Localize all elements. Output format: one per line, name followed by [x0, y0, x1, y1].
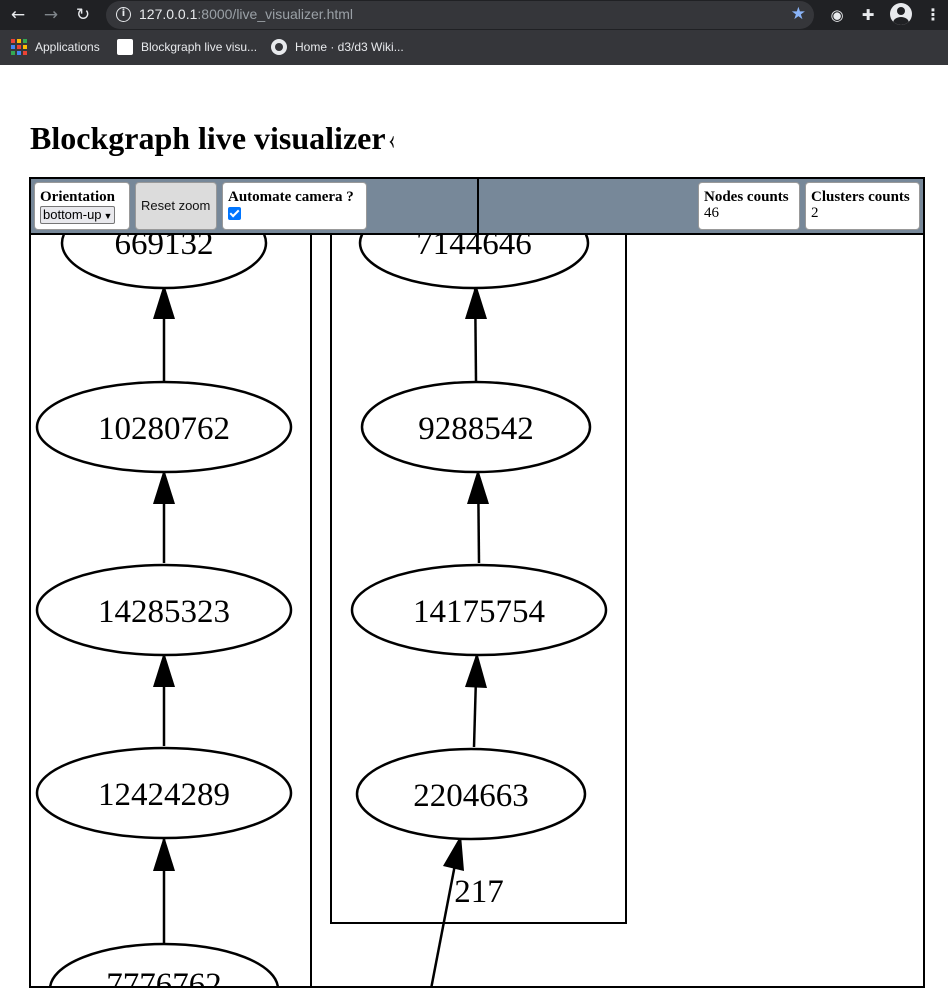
blockgraph-favicon-icon	[117, 39, 133, 55]
graph-node[interactable]: 12424289	[35, 746, 293, 840]
url-path: :8000/live_visualizer.html	[197, 6, 354, 22]
url-host: 127.0.0.1	[139, 6, 198, 22]
puzzle-icon[interactable]: ✚	[861, 6, 875, 24]
page-title-text: Blockgraph live visualizer	[30, 120, 386, 156]
orientation-value: bottom-up	[43, 207, 102, 222]
github-icon	[271, 39, 287, 55]
bookmark-blockgraph[interactable]: Blockgraph live visu...	[117, 38, 257, 56]
bookmark-applications[interactable]: Applications	[11, 38, 100, 56]
forward-arrow-icon[interactable]: →	[43, 5, 59, 25]
nodes-count-panel: Nodes counts 46	[698, 182, 800, 230]
chevron-down-icon: ▼	[103, 211, 113, 221]
arrow-head	[467, 469, 489, 504]
nodes-count-value: 46	[704, 205, 719, 221]
reload-icon[interactable]: ↻	[75, 5, 91, 25]
graph-node[interactable]: 10280762	[35, 380, 293, 474]
node-label: 14175754	[413, 594, 545, 630]
clusters-count-label: Clusters counts	[811, 189, 910, 205]
arrow-head	[153, 284, 175, 319]
node-label: 14285323	[98, 594, 230, 630]
page-title: Blockgraph live visualizer⧼	[30, 118, 394, 162]
bookmark-label: Home · d3/d3 Wiki...	[295, 40, 404, 54]
bookmark-label: Applications	[35, 40, 100, 54]
graph-node[interactable]: 14175754	[350, 563, 608, 657]
url-text: 127.0.0.1:8000/live_visualizer.html	[139, 6, 353, 22]
nodes-count-label: Nodes counts	[704, 189, 789, 205]
automate-camera-panel: Automate camera ?	[222, 182, 367, 230]
automate-camera-checkbox[interactable]	[228, 207, 241, 220]
arrow-head	[153, 836, 175, 871]
profile-avatar-icon[interactable]	[890, 3, 912, 25]
bookmark-d3-wiki[interactable]: Home · d3/d3 Wiki...	[271, 38, 404, 56]
arrow-head	[153, 469, 175, 504]
graph-canvas[interactable]: 669132 10280762 14285323 12424289 777676…	[31, 179, 923, 986]
edge	[430, 848, 460, 986]
node-label: 10280762	[98, 411, 230, 447]
back-arrow-icon[interactable]: ←	[10, 5, 26, 25]
arrow-head	[443, 835, 464, 871]
graph-node[interactable]: 2204663	[355, 747, 587, 841]
arrow-head	[153, 652, 175, 687]
clusters-count-value: 2	[811, 205, 819, 221]
more-menu-icon[interactable]: ⋮	[925, 5, 941, 24]
graph-node[interactable]: 14285323	[35, 563, 293, 657]
address-bar[interactable]: i 127.0.0.1:8000/live_visualizer.html ★	[106, 1, 814, 29]
bookmarks-bar: Applications Blockgraph live visu... Hom…	[0, 30, 948, 65]
cluster-label: 217	[454, 874, 504, 910]
clusters-count-panel: Clusters counts 2	[805, 182, 920, 230]
extension-icon[interactable]: ◉	[830, 6, 844, 24]
orientation-label: Orientation	[40, 189, 115, 205]
graph-node[interactable]: 9288542	[360, 380, 592, 474]
bookmark-star-icon[interactable]: ★	[790, 4, 806, 24]
apps-grid-icon	[11, 39, 27, 55]
orientation-select[interactable]: bottom-up▼	[40, 206, 116, 224]
node-label: 12424289	[98, 777, 230, 813]
graph-share-icon: ⧼	[389, 133, 395, 149]
browser-toolbar: ← → ↻ i 127.0.0.1:8000/live_visualizer.h…	[0, 0, 948, 30]
arrow-head	[465, 284, 487, 319]
graph-node[interactable]: 7776762	[49, 942, 279, 986]
site-info-icon[interactable]: i	[116, 7, 131, 22]
node-label: 2204663	[413, 778, 529, 814]
arrow-head	[465, 652, 487, 688]
orientation-panel: Orientation bottom-up▼	[34, 182, 130, 230]
node-label: 7776762	[106, 967, 222, 986]
automate-camera-label: Automate camera ?	[228, 189, 354, 205]
bookmark-label: Blockgraph live visu...	[141, 40, 258, 54]
visualizer-toolbar: Orientation bottom-up▼ Reset zoom Automa…	[31, 179, 923, 235]
node-label: 9288542	[418, 411, 534, 447]
toolbar-divider	[477, 179, 479, 235]
reset-zoom-button[interactable]: Reset zoom	[135, 182, 217, 230]
graph-visualizer[interactable]: 669132 10280762 14285323 12424289 777676…	[29, 177, 925, 988]
